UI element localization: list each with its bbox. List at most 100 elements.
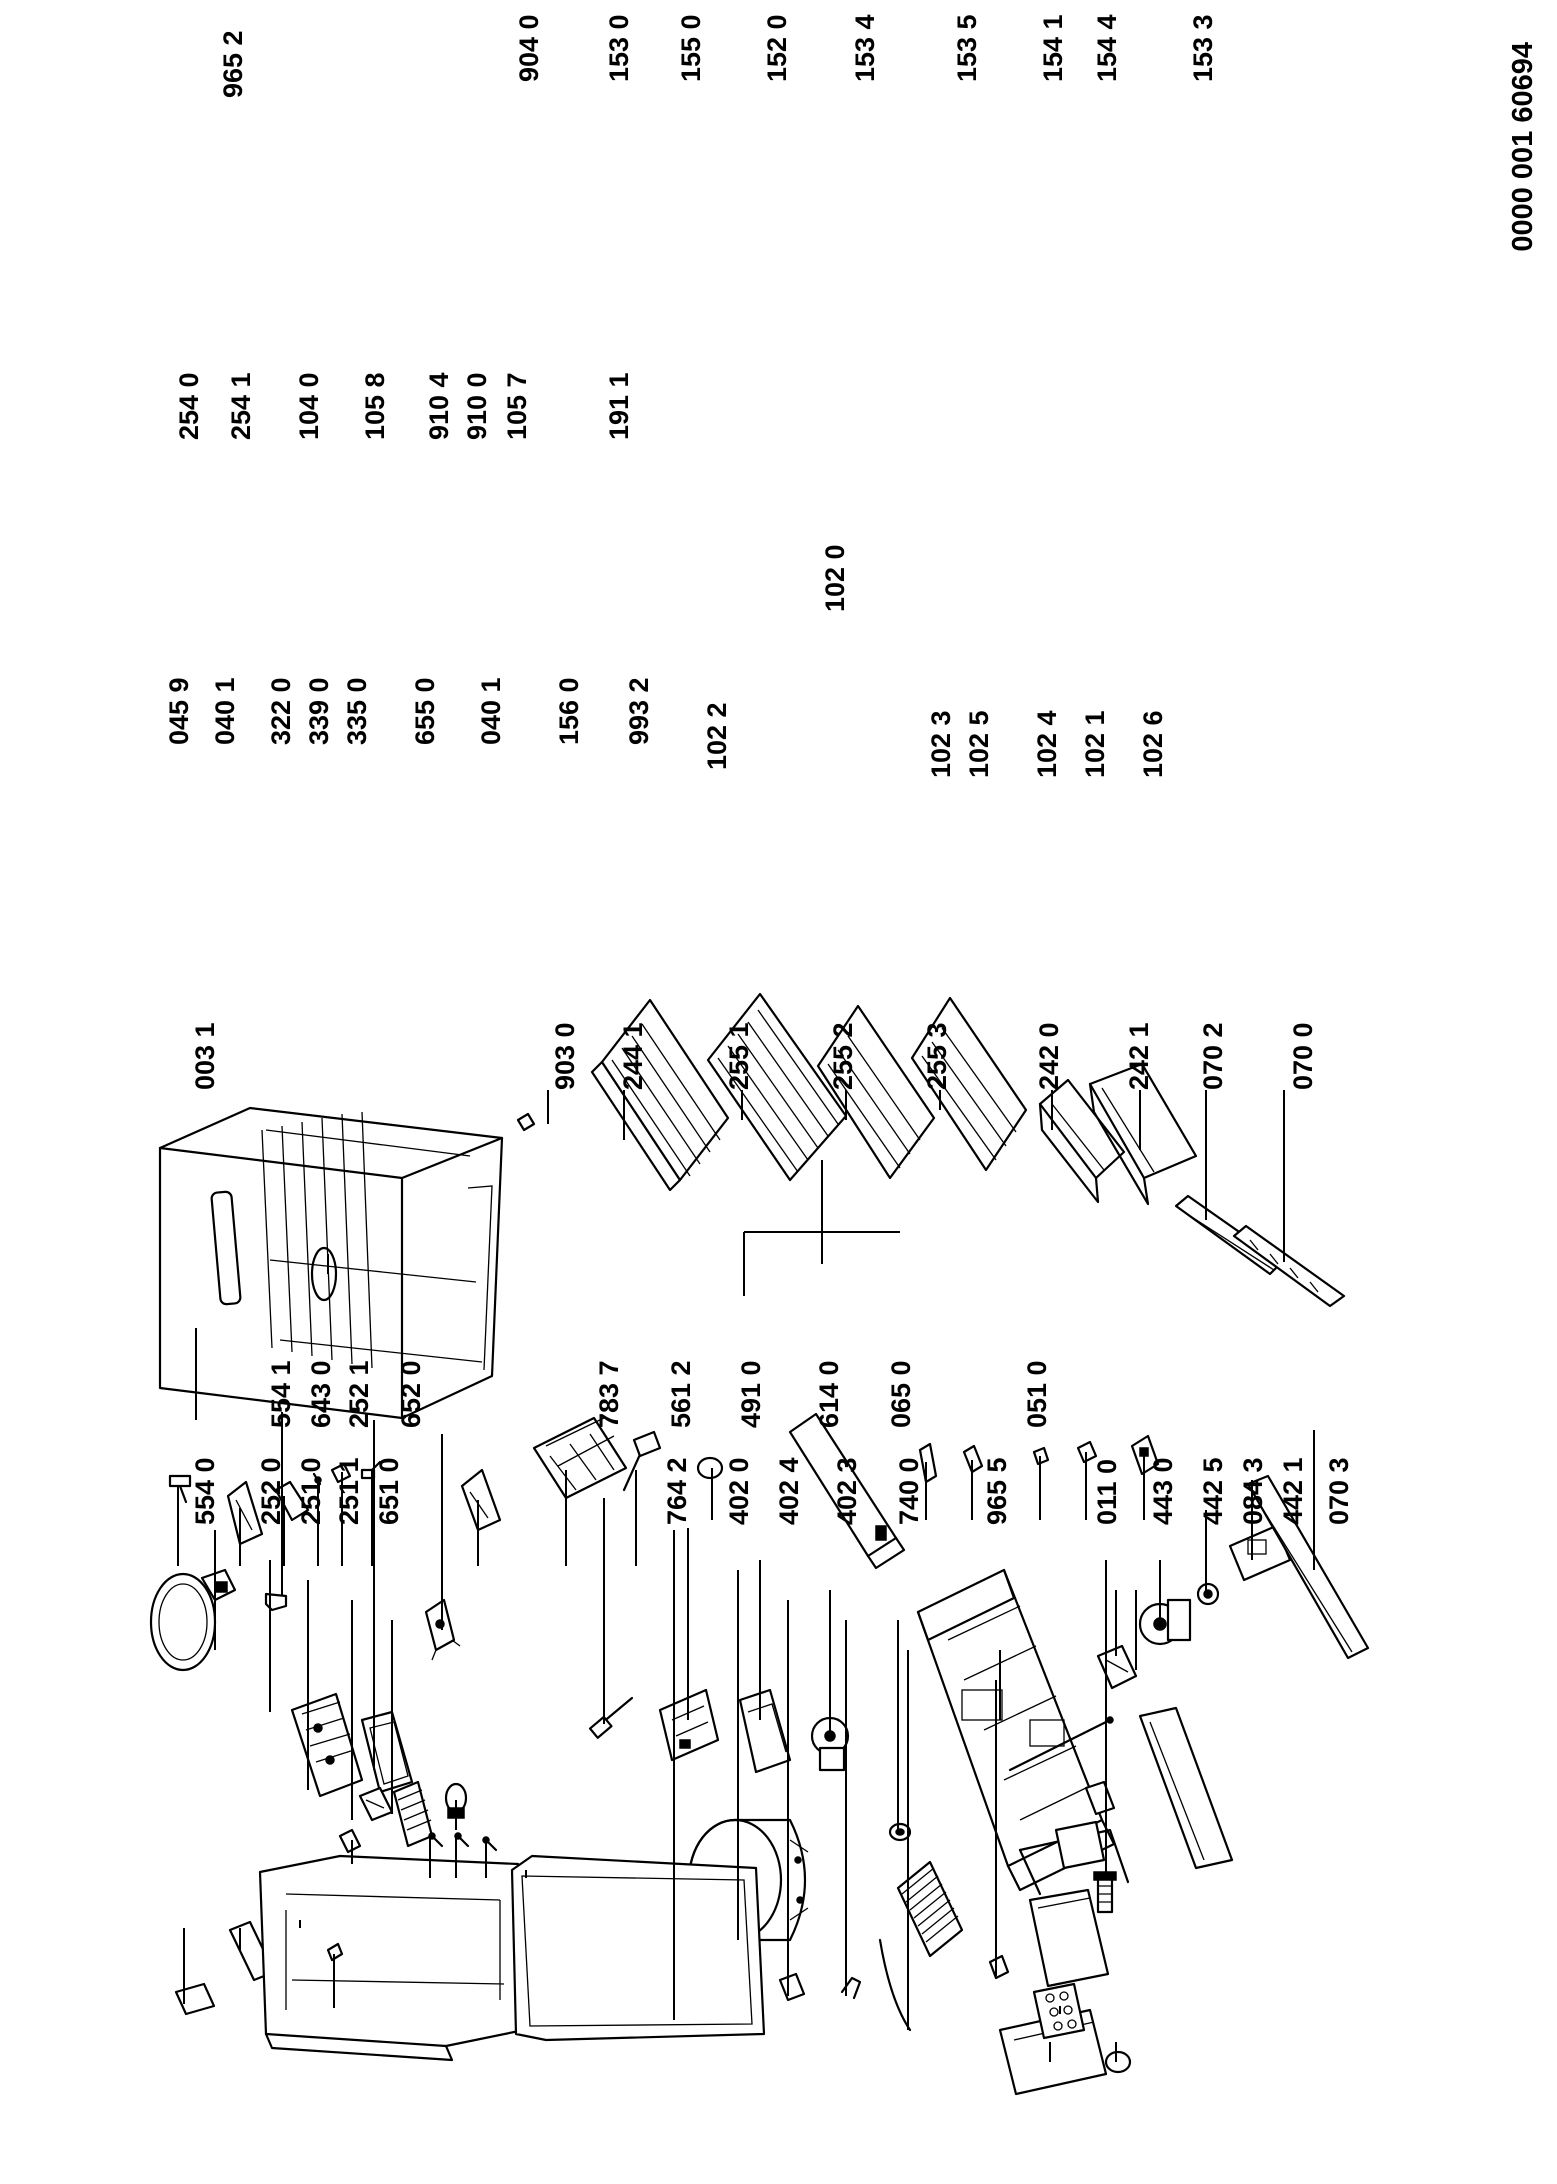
- label-7642: 764 2: [662, 1457, 692, 1525]
- part-rail-0702: [1174, 1194, 1284, 1276]
- part-bin-1535: [1054, 1820, 1106, 1870]
- label-5612: 561 2: [666, 1360, 696, 1428]
- label-1025: 102 5: [964, 710, 994, 778]
- label-1022: 102 2: [702, 702, 732, 770]
- label-1024: 102 4: [1032, 710, 1062, 778]
- part-bracket-4421: [1228, 1524, 1292, 1582]
- part-relaycover-4910: [738, 1688, 792, 1774]
- part-crisper-2421: [1088, 1062, 1198, 1206]
- label-0700: 070 0: [1288, 1022, 1318, 1090]
- label-1911: 191 1: [604, 372, 634, 440]
- part-cover-2521: [360, 1710, 414, 1794]
- part-rail-0703: [1246, 1474, 1370, 1660]
- label-1023: 102 3: [926, 710, 956, 778]
- label-2553: 255 3: [922, 1022, 952, 1090]
- part-door-1040: [258, 1854, 526, 2062]
- part-screw-9652: [326, 1942, 344, 1962]
- label-0843: 084 3: [1238, 1457, 1268, 1525]
- label-1530: 153 0: [604, 14, 634, 82]
- label-2420: 242 0: [1034, 1022, 1064, 1090]
- part-bracket-4430: [1096, 1644, 1138, 1690]
- part-1023: [918, 1442, 938, 1484]
- label-2541: 254 1: [226, 372, 256, 440]
- label-9030: 903 0: [550, 1022, 580, 1090]
- part-screw-9030: [516, 1112, 536, 1132]
- part-housing-2520: [290, 1692, 364, 1798]
- label-1020: 102 0: [820, 544, 850, 612]
- part-crisper-2420: [1038, 1078, 1126, 1204]
- label-0702: 070 2: [1198, 1022, 1228, 1090]
- label-9655: 965 5: [982, 1457, 1012, 1525]
- label-2540: 254 0: [174, 372, 204, 440]
- part-hinge-0401b: [460, 1468, 502, 1532]
- part-grommet-0650: [888, 1822, 912, 1842]
- label-1026: 102 6: [1138, 710, 1168, 778]
- part-hinge-0401a: [226, 1480, 264, 1546]
- label-1040: 104 0: [294, 372, 324, 440]
- label-1535: 153 5: [952, 14, 982, 82]
- part-fan-ring-5540: [149, 1568, 237, 1672]
- label-6140: 614 0: [814, 1360, 844, 1428]
- part-probe-7837: [588, 1696, 634, 1739]
- label-1560: 156 0: [554, 677, 584, 745]
- label-1021: 102 1: [1080, 710, 1110, 778]
- label-1058: 105 8: [360, 372, 390, 440]
- label-6550: 655 0: [410, 677, 440, 745]
- label-2520: 252 0: [256, 1457, 286, 1525]
- label-0031: 003 1: [190, 1022, 220, 1090]
- part-labels: 554 0 252 0 251 0 251 1 651 0 764 2 402 …: [164, 14, 1354, 1525]
- label-1534: 153 4: [850, 14, 880, 82]
- label-4421: 442 1: [1278, 1457, 1308, 1525]
- part-shelf-2441: [590, 998, 730, 1192]
- part-drawings: [149, 992, 1370, 2096]
- label-5540: 554 0: [190, 1457, 220, 1525]
- part-shelf-2553: [910, 996, 1028, 1172]
- label-6510: 651 0: [374, 1457, 404, 1525]
- label-1520: 152 0: [762, 14, 792, 82]
- leader-lines: [177, 1090, 1315, 2062]
- label-0703: 070 3: [1324, 1457, 1354, 1525]
- label-7400: 740 0: [894, 1457, 924, 1525]
- label-2510: 251 0: [296, 1457, 326, 1525]
- label-0510: 051 0: [1022, 1360, 1052, 1428]
- part-condenser-7400: [878, 1860, 964, 2032]
- label-4023: 402 3: [832, 1457, 862, 1525]
- part-rod-1544: [1008, 1716, 1114, 1772]
- part-1025: [962, 1444, 984, 1474]
- label-1057: 105 7: [502, 372, 532, 440]
- label-2551: 255 1: [724, 1022, 754, 1090]
- part-bar-1534: [1018, 1828, 1130, 1896]
- label-2521: 252 1: [344, 1360, 374, 1428]
- label-9932: 993 2: [624, 677, 654, 745]
- part-knob-2510: [358, 1786, 394, 1822]
- label-1550: 155 0: [676, 14, 706, 82]
- label-9100: 910 0: [462, 372, 492, 440]
- label-4430: 443 0: [1148, 1457, 1178, 1525]
- part-rail-0700: [1232, 1224, 1346, 1308]
- label-4910: 491 0: [736, 1360, 766, 1428]
- label-1533: 153 3: [1188, 14, 1218, 82]
- part-scraper-9932: [622, 1430, 662, 1492]
- label-4024: 402 4: [774, 1457, 804, 1525]
- part-handle-2540: [174, 1982, 216, 2016]
- part-icetray-1560: [532, 1416, 628, 1500]
- label-0650: 065 0: [886, 1360, 916, 1428]
- part-shelf-2552: [816, 1004, 936, 1180]
- part-grille-2511: [392, 1780, 434, 1848]
- label-3350: 335 0: [342, 677, 372, 745]
- label-5541: 554 1: [266, 1360, 296, 1428]
- label-0401a: 040 1: [210, 677, 240, 745]
- label-2421: 242 1: [1124, 1022, 1154, 1090]
- label-4425: 442 5: [1198, 1457, 1228, 1525]
- label-0459: 045 9: [164, 677, 194, 745]
- part-cabinet-0031: [158, 1106, 504, 1420]
- part-gasket-1911: [510, 1854, 766, 2042]
- label-1544: 154 4: [1092, 14, 1122, 82]
- label-7837: 783 7: [594, 1360, 624, 1428]
- label-2552: 255 2: [828, 1022, 858, 1090]
- label-2511: 251 1: [334, 1457, 364, 1525]
- label-9040: 904 0: [514, 14, 544, 82]
- part-lampholder-6520: [424, 1598, 461, 1661]
- part-clip-4024: [778, 1972, 806, 2002]
